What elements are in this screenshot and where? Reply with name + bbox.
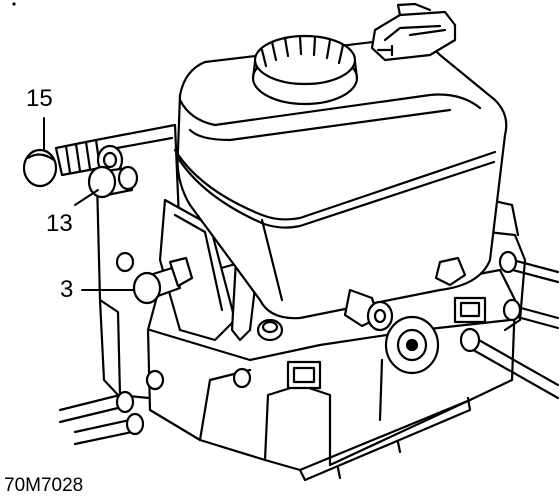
reference-code: 70M7028 [4, 475, 84, 496]
flange-bolt-icon [232, 367, 252, 389]
callout-label-13: 13 [46, 210, 73, 237]
port-3-plug [132, 256, 194, 305]
port-13-plug [87, 165, 139, 199]
center-fittings [256, 256, 487, 390]
fluid-reservoir [173, 2, 508, 320]
left-pipes [58, 390, 145, 446]
stray-dot [12, 2, 16, 6]
flange-bolt-icon [115, 251, 135, 273]
leader-line-13 [74, 189, 99, 206]
right-pipes [459, 250, 560, 400]
callout-label-15: 15 [26, 85, 53, 112]
flange-bolt-icon [145, 369, 165, 391]
callout-label-3: 3 [60, 276, 74, 303]
